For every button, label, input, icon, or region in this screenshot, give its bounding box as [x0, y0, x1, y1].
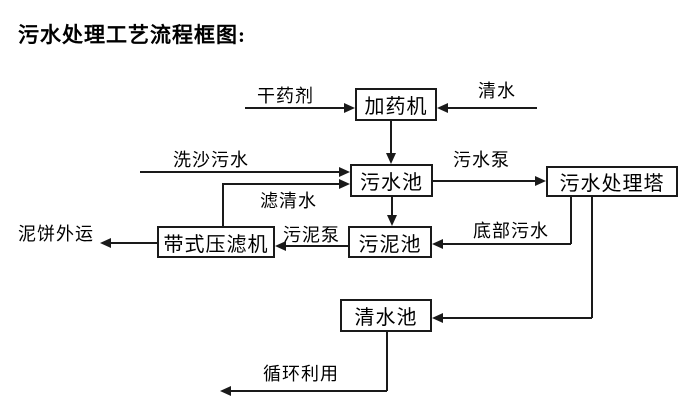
connector-line [386, 332, 388, 391]
node-sewage-treatment-tower: 污水处理塔 [546, 166, 678, 197]
arrowhead-right-icon [344, 103, 355, 113]
connector-line [222, 184, 224, 226]
node-sludge-pool: 污泥池 [348, 226, 432, 258]
connector-line [222, 183, 339, 185]
arrowhead-left-icon [437, 103, 448, 113]
arrowhead-left-icon [100, 238, 111, 248]
connector-line [390, 121, 392, 154]
connector-line [591, 197, 593, 318]
flow-label-dry-agent: 干药剂 [257, 86, 314, 106]
connector-line [245, 107, 345, 109]
node-dosing-machine: 加药机 [355, 88, 437, 121]
arrowhead-right-icon [535, 176, 546, 186]
arrowhead-left-icon [432, 239, 443, 249]
arrowhead-left-icon [432, 313, 443, 323]
flow-label-sludge-pump: 污泥泵 [283, 225, 340, 245]
connector-line [443, 317, 592, 319]
connector-line [231, 390, 387, 392]
connector-line [443, 243, 571, 245]
connector-line [140, 171, 339, 173]
flow-label-filtered-water: 滤清水 [260, 191, 317, 211]
node-belt-filter-press: 带式压滤机 [157, 226, 275, 258]
flow-label-mud-cake-out: 泥饼外运 [18, 224, 94, 244]
connector-line [391, 197, 393, 215]
arrowhead-down-icon [386, 153, 396, 164]
connector-line [570, 197, 572, 244]
arrowhead-left-icon [275, 241, 286, 251]
flow-label-clean-water: 清水 [478, 81, 516, 101]
flow-label-bottom-sewage: 底部污水 [473, 221, 549, 241]
connector-line [111, 242, 157, 244]
flow-label-sand-washing-sewage: 洗沙污水 [173, 150, 249, 170]
arrowhead-right-icon [339, 167, 350, 177]
arrowhead-right-icon [339, 179, 350, 189]
connector-line [433, 180, 535, 182]
arrowhead-left-icon [220, 386, 231, 396]
flow-label-recycle-use: 循环利用 [263, 364, 339, 384]
connector-line [448, 107, 537, 109]
node-clear-water-pool: 清水池 [340, 299, 432, 332]
connector-line [286, 245, 348, 247]
page-title: 污水处理工艺流程框图: [18, 23, 246, 47]
flow-label-sewage-pump: 污水泵 [453, 150, 510, 170]
arrowhead-down-icon [387, 215, 397, 226]
node-sewage-pool: 污水池 [350, 164, 433, 197]
